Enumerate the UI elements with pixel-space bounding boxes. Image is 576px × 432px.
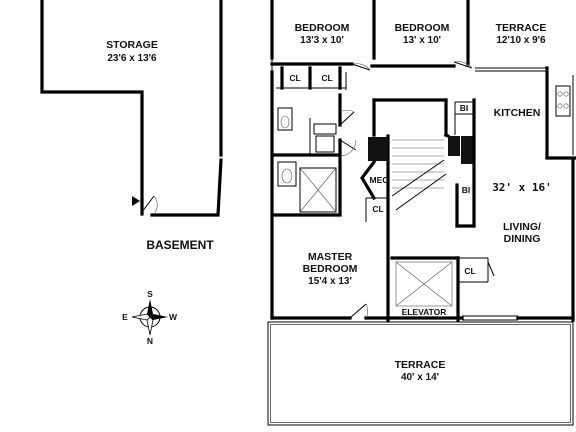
terrace-top-name: TERRACE <box>496 22 547 34</box>
compass-south: S <box>147 289 153 299</box>
master-name: MASTER <box>308 251 353 263</box>
apartment-walls <box>270 0 576 322</box>
kitchen-name: KITCHEN <box>494 107 541 119</box>
terrace-top-dims: 12'10 x 9'6 <box>496 35 546 46</box>
basement-storage-room: STORAGE 23'6 x 13'6 <box>40 0 223 217</box>
elevator-label: ELEVATOR <box>402 307 447 317</box>
stove-icon <box>555 85 571 117</box>
closet-label-1: CL <box>289 73 300 83</box>
terrace-bottom <box>267 321 574 426</box>
living-name: LIVING/ <box>503 221 541 233</box>
storage-dims: 23'6 x 13'6 <box>107 53 157 64</box>
master-dims: 15'4 x 13' <box>308 276 352 287</box>
living-name-line2: DINING <box>504 233 541 245</box>
bedroom-left-name: BEDROOM <box>295 22 350 34</box>
compass-rose-icon: S N E W <box>122 289 178 346</box>
living-dims: 32' x 16' <box>492 181 552 194</box>
mec-label: MEC <box>370 175 389 185</box>
terrace-bottom-name: TERRACE <box>395 359 446 371</box>
master-name-line2: BEDROOM <box>303 263 358 275</box>
door-swings <box>271 58 547 319</box>
staircase <box>391 139 447 211</box>
builtin-label-1: BI <box>460 103 469 113</box>
compass-east: E <box>122 312 128 322</box>
bathroom-fixtures <box>277 107 337 213</box>
compass-north: N <box>147 336 153 346</box>
builtin-label-2: BI <box>462 185 471 195</box>
terrace-bottom-dims: 40' x 14' <box>401 372 439 383</box>
bedroom-right-name: BEDROOM <box>395 22 450 34</box>
closet-label-4: CL <box>464 266 475 276</box>
compass-west: W <box>169 312 178 322</box>
entry-arrow-icon <box>132 196 140 206</box>
storage-name: STORAGE <box>106 39 158 51</box>
closet-label-3: CL <box>372 204 383 214</box>
closet-label-2: CL <box>321 73 332 83</box>
bedroom-left-dims: 13'3 x 10' <box>300 35 344 46</box>
basement-label: BASEMENT <box>146 238 214 252</box>
bedroom-right-dims: 13' x 10' <box>403 35 441 46</box>
